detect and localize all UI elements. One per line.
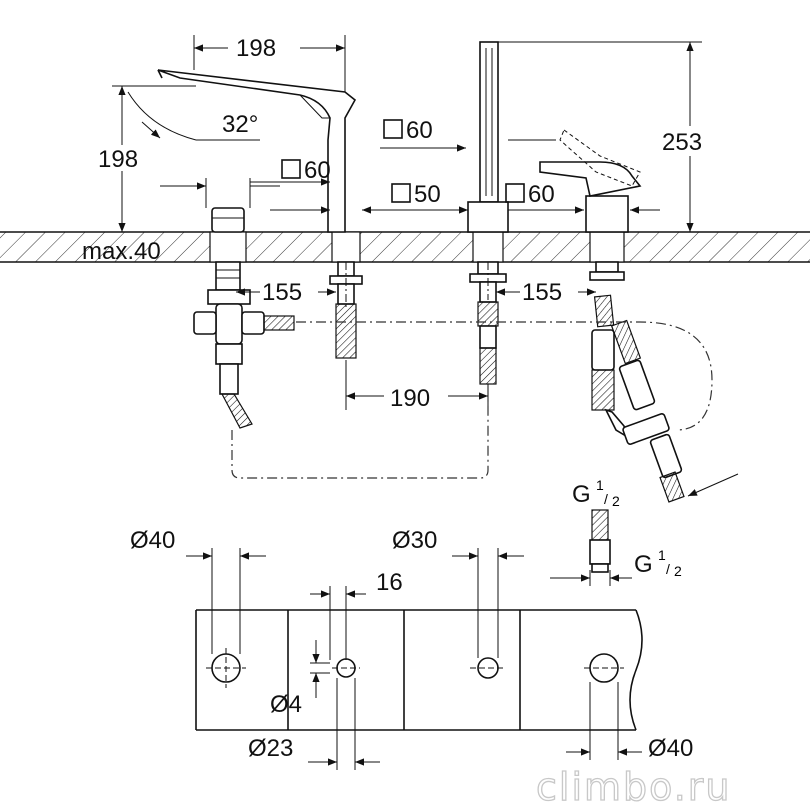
thread-g-label-2: G [634,551,653,578]
svg-text:/: / [666,561,670,577]
spout-height-label: 198 [98,146,138,173]
handshower-square-label: 60 [406,117,433,144]
hand-shower [467,41,509,385]
handshower-base-square-label: 50 [414,181,441,208]
thread-g-label: G [572,481,591,508]
diverter-valve [193,207,295,429]
thread-sub: 2 [612,493,620,509]
spout-angle-label: 32° [222,111,258,138]
spout-square-label: 60 [304,157,331,184]
svg-text:G: G [634,551,653,578]
spout [157,69,357,233]
hole-diam-small-label: Ø23 [248,735,293,762]
thread-sup: 1 [596,477,604,493]
drilling-template [195,609,643,731]
watermark: climbo.ru [536,765,732,809]
hole-diam-right-label: Ø40 [648,735,693,762]
thread-sub-2: 2 [674,563,682,579]
deck-thickness-label: max.40 [82,238,161,265]
spacing-left-label: 155 [262,279,302,306]
thread-sup-2: 1 [658,547,666,563]
spout-length-label: 198 [236,35,276,62]
hole-diam-left-label: Ø40 [130,527,175,554]
offset-16-label: 16 [376,569,403,596]
spacing-center-label: 190 [390,385,430,412]
deck-section [0,231,810,263]
mixer-height-label: 253 [662,129,702,156]
mixer-hoses [591,294,685,503]
svg-text:/: / [604,491,608,507]
hole-diam-mid-label: Ø30 [392,527,437,554]
single-lever-mixer [539,129,642,281]
supply-hose [589,509,611,573]
spacing-right-label: 155 [522,279,562,306]
spout-tailpiece [329,261,363,359]
pin-diam-label: Ø4 [270,691,302,718]
svg-text:G: G [572,481,591,508]
mixer-square-label: 60 [528,181,555,208]
